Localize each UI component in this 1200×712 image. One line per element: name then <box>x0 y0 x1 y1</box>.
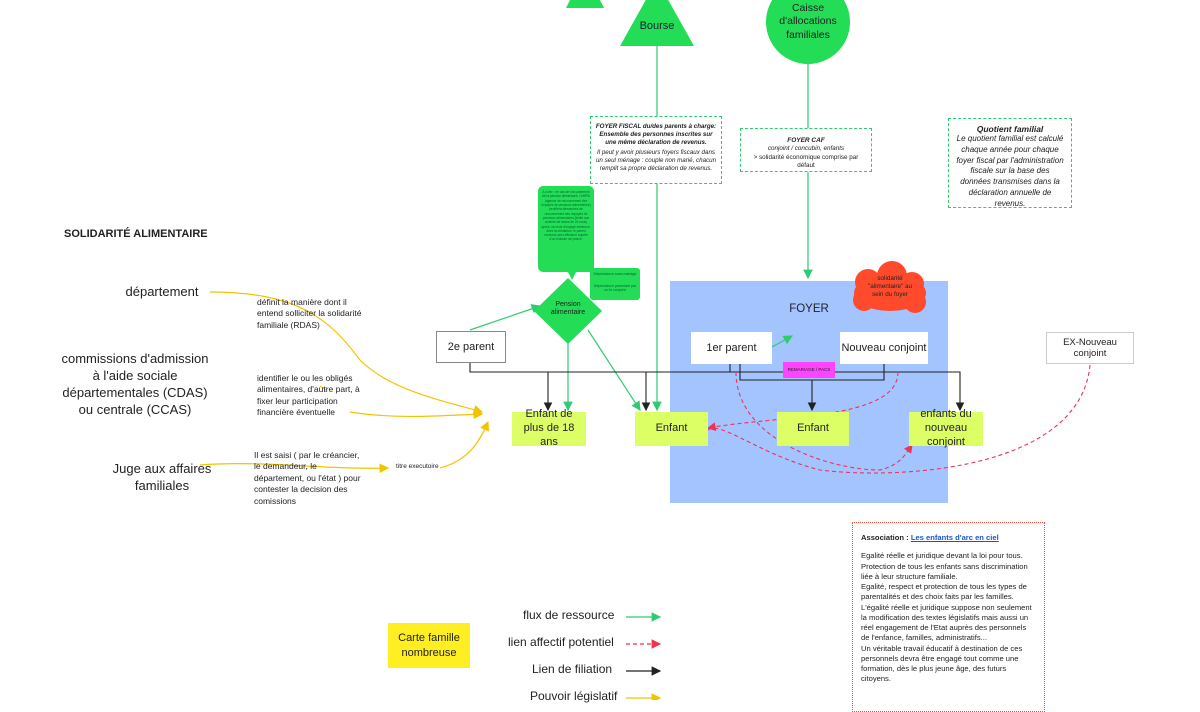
association-line-2: Protection de tous les enfants sans disc… <box>861 561 1028 581</box>
caf-note-line2: > solidarité économique comprise par déf… <box>753 153 859 169</box>
association-box: Association : Les enfants d'arc en ciel … <box>852 522 1045 712</box>
partial-triangle-shape <box>566 0 604 8</box>
legend-filiation-label: Lien de filiation <box>532 662 613 676</box>
titre-executoire-label: titre executoire <box>396 463 439 470</box>
association-line-5: Un véritable travail éducatif à destinat… <box>861 643 1023 684</box>
remariage-tag: REMARIAGE / PACS <box>783 362 835 378</box>
partner-children-node: enfants du nouveau conjoint <box>909 408 983 448</box>
commissions-label: commissions d'admission à l'aide sociale… <box>61 351 209 417</box>
quotient-familial-note: Quotient familial Le quotient familial e… <box>948 118 1072 208</box>
bourse-label: Bourse <box>639 20 675 32</box>
first-parent-node: 1er parent <box>691 332 772 364</box>
quotient-title: Quotient familial <box>976 124 1044 134</box>
commissions-note: identifier le ou les obligés alimentaire… <box>257 373 360 418</box>
child-node-1: Enfant <box>635 412 708 446</box>
caf-household-note: FOYER CAF conjoint / concubin, enfants >… <box>740 128 872 172</box>
juge-label: Juge aux affaires familiales <box>112 461 212 493</box>
quotient-body: Le quotient familial est calculé chaque … <box>956 134 1064 208</box>
caf-circle <box>766 0 850 64</box>
fiscal-note-body: Il peut y avoir plusieurs foyers fiscaux… <box>595 149 717 173</box>
departement-label: département <box>125 284 199 299</box>
bourse-triangle <box>620 0 694 46</box>
section-title: SOLIDARITÉ ALIMENTAIRE <box>64 228 208 240</box>
small-note-bubble <box>590 268 640 300</box>
pension-note-text: À noter : en cas de non-paiement de la p… <box>541 190 591 242</box>
association-line-1: Egalité réelle et juridique devant la lo… <box>861 551 1023 561</box>
new-partner-node: Nouveau conjoint <box>840 332 928 364</box>
small-note-text-1: Dépendance sans mariage <box>593 272 637 276</box>
association-line-3: Egalité, respect et protection de tous l… <box>861 582 1027 602</box>
solidarity-cloud <box>853 261 926 313</box>
legend-resource-label: flux de ressource <box>523 608 615 622</box>
legend-legislative-label: Pouvoir législatif <box>530 689 618 703</box>
pension-diamond <box>534 278 602 344</box>
legend-affective-label: lien affectif potentiel <box>508 635 614 649</box>
caf-note-title: FOYER CAF <box>787 137 825 144</box>
association-line-4: L'égalité réelle et juridique suppose no… <box>861 602 1032 643</box>
pension-note-bubble <box>538 186 594 272</box>
juge-note: Il est saisi ( par le créancier, le dema… <box>254 450 361 506</box>
pension-label: Pension alimentaire <box>550 301 586 317</box>
small-note-text-2: Dépendance parentale par ou le conjoint <box>593 284 637 292</box>
departement-note: définit la manière dont il entend sollic… <box>257 297 362 330</box>
association-link[interactable]: Les enfants d'arc en ciel <box>910 533 999 542</box>
fiscal-note-title: FOYER FISCAL du/des parents à charge: <box>595 123 717 130</box>
child-over-18-node: Enfant de plus de 18 ans <box>512 408 586 448</box>
association-label: Association : <box>861 533 909 542</box>
fiscal-household-note: FOYER FISCAL du/des parents à charge: En… <box>590 116 722 184</box>
ex-partner-node: EX-Nouveau conjoint <box>1046 332 1134 364</box>
foyer-region <box>670 281 948 503</box>
cloud-label: solidarité "alimentaire" au sein du foye… <box>867 275 913 298</box>
second-parent-node: 2e parent <box>436 331 506 363</box>
caf-note-line1: conjoint / concubin, enfants <box>767 145 845 153</box>
child-node-2: Enfant <box>777 412 849 446</box>
fiscal-note-subtitle: Ensemble des personnes inscrites sur une… <box>599 131 713 147</box>
foyer-title: FOYER <box>789 303 829 315</box>
carte-famille-box: Carte famille nombreuse <box>388 623 470 668</box>
caf-label: Caisse d'allocations familiales <box>779 2 837 41</box>
